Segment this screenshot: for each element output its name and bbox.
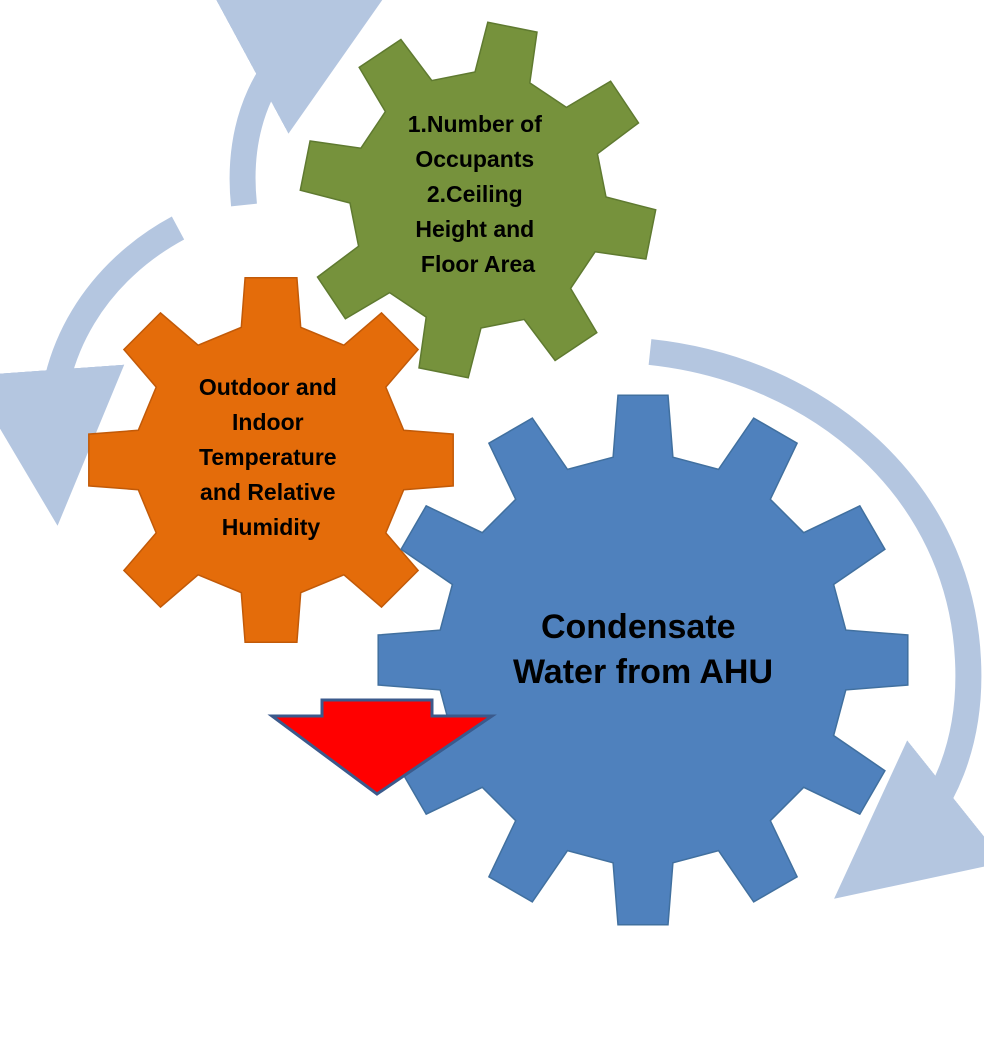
blue-gear-line-2: Water from AHU [513,653,773,691]
green-gear [299,21,657,379]
blue-gear-label: Condensate Water from AHU [513,608,773,691]
cycle-arrow-left [0,216,185,526]
green-gear-line-3: 2.Ceiling [427,181,523,207]
orange-gear-line-2: Indoor [232,409,304,435]
green-gear-label: 1.Number of Occupants 2.Ceiling Height a… [408,111,549,277]
orange-gear [88,277,454,643]
orange-gear-line-5: Humidity [222,514,321,540]
orange-gear-line-4: and Relative [200,479,336,505]
cycle-arrow-top [214,0,389,207]
green-gear-line-2: Occupants [415,146,534,172]
green-gear-line-4: Height and [415,216,534,242]
blue-gear-line-1: Condensate [541,608,736,646]
orange-gear-line-1: Outdoor and [199,374,337,400]
orange-gear-line-3: Temperature [199,444,337,470]
blue-gear [377,394,909,926]
cycle-arrow-right [648,339,984,899]
green-gear-line-5: Floor Area [421,251,535,277]
green-gear-line-1: 1.Number of [408,111,543,137]
down-arrow [267,698,497,796]
orange-gear-label: Outdoor and Indoor Temperature and Relat… [199,374,343,540]
